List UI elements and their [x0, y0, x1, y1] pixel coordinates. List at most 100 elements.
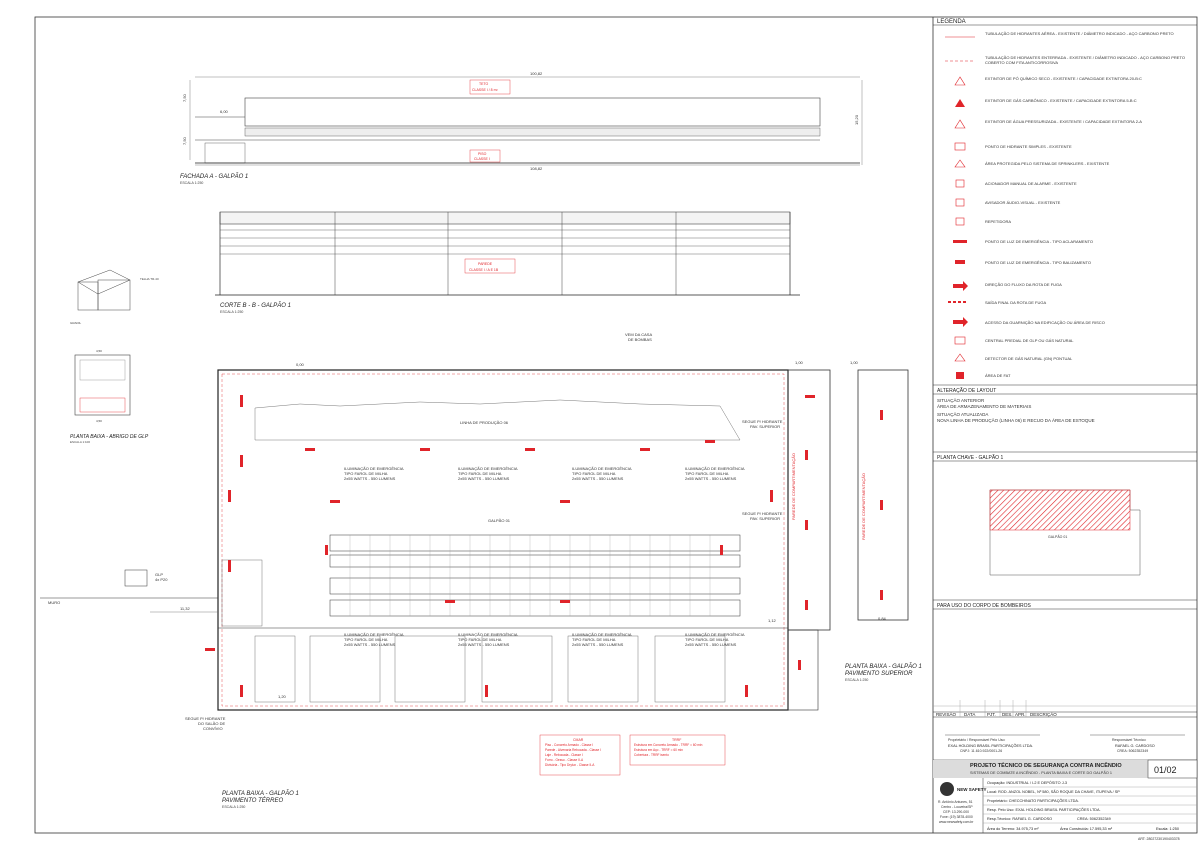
- owner-label: Proprietário / Responsável Pelo Uso:: [948, 738, 1005, 742]
- legend-item-7: ACIONADOR MANUAL DE ALARME - EXISTENTE: [985, 181, 1077, 186]
- company-name: NEW SAFETY: [957, 787, 987, 792]
- rev-header-1: DATA: [964, 712, 975, 717]
- area-terreno: Área do Terreno: 34.975,73 m²: [987, 827, 1039, 831]
- section-wall-label: PAREDE: [478, 262, 493, 266]
- glp-sub: 4x P20: [155, 577, 168, 582]
- ground-plan-title-1: PLANTA BAIXA - GALPÃO 1: [222, 790, 299, 797]
- addr-2: Centro - Louveira/SP: [941, 805, 973, 809]
- glp-shelter-view: TELHA TR-40 GRADIL 4,50 4,50 PLANTA BAIX…: [70, 269, 159, 444]
- compartment-wall-1: PAREDE DE COMPARTIMENTAÇÃO: [791, 453, 796, 520]
- resp-uso: Resp. Pelo Uso: EXAL HOLDING BRASIL PART…: [987, 807, 1101, 812]
- owner-name: EXAL HOLDING BRASIL PARTICIPAÇÕES LTDA.: [948, 743, 1033, 748]
- legend-item-14: ACESSO DA GUARNIÇÃO NA EDIFICAÇÃO OU ÁRE…: [985, 320, 1105, 325]
- gas-central-icon: [954, 336, 966, 345]
- fire-dept-box: PARA USO DO CORPO DE BOMBEIROS: [933, 603, 1197, 610]
- dim-bottom: 108,82: [530, 166, 543, 171]
- illum-label-5a: ILUMINAÇÃO DE EMERGÊNCIA: [344, 632, 404, 637]
- dim-120: 1,20: [278, 694, 287, 699]
- facade-floor-class: CLASSE I: [474, 157, 490, 161]
- note-trrf-title: TRRF: [672, 738, 681, 742]
- owner-doc: CNPJ: 11.610.922/0001-26: [960, 749, 1002, 753]
- legend-item-6: ÁREA PROTEGIDA PELO SISTEMA DE SPRINKLER…: [985, 161, 1110, 166]
- dim-112: 1,12: [768, 618, 777, 623]
- segue-salao-1: SEGUE P/ HIDRANTE: [185, 716, 226, 721]
- extinguisher-co2-icon: [955, 99, 965, 107]
- shelter-dim-2: 4,50: [96, 419, 102, 423]
- compartment-wall-2: PAREDE DE COMPARTIMENTAÇÃO: [861, 473, 866, 540]
- ground-plan-scale: ESCALA 1:250: [222, 805, 245, 809]
- segue-hidrante-b2: PAV. SUPERIOR: [750, 516, 780, 521]
- note-camara-1: Piso - Concreto Armado - Classe I: [545, 743, 593, 747]
- segue-salao-2: DO SALÃO DE: [198, 721, 225, 726]
- illum-label-2b: TIPO FAROL DE MILHA: [458, 471, 502, 476]
- section-scale: ESCALA 1:250: [220, 310, 243, 314]
- dim-left-1: 7,50: [182, 93, 187, 102]
- shelter-title: PLANTA BAIXA - ABRIGO DE GLP: [70, 434, 149, 440]
- illum-label-6a: ILUMINAÇÃO DE EMERGÊNCIA: [458, 632, 518, 637]
- illum-label-5b: TIPO FAROL DE MILHA: [344, 637, 388, 642]
- shelter-gradil: GRADIL: [70, 321, 82, 325]
- addr-1: R. Antônio Antunes, 51: [938, 800, 973, 804]
- illum-label-1a: ILUMINAÇÃO DE EMERGÊNCIA: [344, 466, 404, 471]
- project-title: PROJETO TÉCNICO DE SEGURANÇA CONTRA INCÊ…: [970, 761, 1122, 769]
- audio-visual-icon: [955, 198, 965, 207]
- emergency-balizamento-icon: [955, 260, 965, 264]
- legend-item-9: REPETIDORA: [985, 219, 1012, 224]
- alteration-previous-label: SITUAÇÃO ANTERIOR: [937, 397, 985, 403]
- art-number: ART: 28027230190403378: [1138, 837, 1180, 841]
- legend-item-11: PONTO DE LUZ DE EMERGÊNCIA - TIPO BALIZA…: [985, 260, 1092, 265]
- casa-bombas-1: VEM DA CASA: [625, 332, 652, 337]
- facade-title: FACHADA A - GALPÃO 1: [180, 173, 248, 180]
- legend-item-10: PONTO DE LUZ DE EMERGÊNCIA - TIPO ACLARA…: [985, 239, 1094, 244]
- alteration-previous-text: ÁREA DE ARMAZENAMENTO DE MATERIAIS: [937, 403, 1031, 409]
- muro-label: MURO: [48, 600, 60, 605]
- alteration-box: ALTERAÇÃO DE LAYOUT SITUAÇÃO ANTERIOR ÁR…: [933, 387, 1197, 453]
- note-trrf-3: Cobertura - TRRF isento: [634, 753, 669, 757]
- glp-label: GLP: [155, 572, 163, 577]
- legend-item-2: EXTINTOR DE PÓ QUÍMICO SECO - EXISTENTE …: [985, 76, 1142, 81]
- illum-label-6c: 2x55 WATTS - 550 LUMENS: [458, 642, 510, 647]
- upper-floor-plan: PAREDE DE COMPARTIMENTAÇÃO PAREDE DE COM…: [787, 360, 922, 711]
- legend-item-5: PONTO DE HIDRANTE SIMPLES - EXISTENTE: [985, 144, 1072, 149]
- note-trrf-2: Estrutura em Aço - TRRF = 60 min: [634, 748, 683, 752]
- ground-plan-title-2: PAVIMENTO TÉRREO: [222, 797, 283, 804]
- facade-roof-class: CLASSE I / 8 m²: [472, 88, 499, 92]
- rev-header-0: REVISÃO: [936, 711, 957, 717]
- dim-left-2: 7,50: [182, 136, 187, 145]
- alteration-title: ALTERAÇÃO DE LAYOUT: [937, 387, 996, 394]
- project-sub: SISTEMAS DE COMBATE A INCÊNDIO - PLANTA …: [970, 770, 1112, 775]
- illum-label-6b: TIPO FAROL DE MILHA: [458, 637, 502, 642]
- sprinkler-area-icon: [954, 159, 966, 168]
- note-camara-5: Divisória - Tipo Drylux - Classe II-A: [545, 763, 595, 767]
- hydrant-icon: [954, 142, 966, 151]
- resp-tec: Resp.Técnico: RAFAEL G. CARDOSO: [987, 817, 1052, 821]
- legend-item-4: EXTINTOR DE ÁGUA PRESSURIZADA - EXISTENT…: [985, 119, 1142, 124]
- legend-item-15: CENTRAL PREDIAL DE GLP OU GÁS NATURAL: [985, 338, 1074, 343]
- upper-plan-scale: ESCALA 1:250: [845, 678, 868, 682]
- rev-header-3: DES.: [1002, 712, 1013, 717]
- alteration-current-label: SITUAÇÃO ATUALIZADA: [937, 411, 988, 417]
- upper-dim-100: 1,00: [850, 360, 859, 365]
- dim-inner: 6,00: [220, 109, 229, 114]
- illum-label-4b: TIPO FAROL DE MILHA: [685, 471, 729, 476]
- segue-hidrante-a2: PAV. SUPERIOR: [750, 424, 780, 429]
- warehouse-label: GALPÃO 01: [488, 518, 511, 523]
- escape-route-arrows: [205, 395, 773, 697]
- illum-label-3b: TIPO FAROL DE MILHA: [572, 471, 616, 476]
- escala: Escala: 1:250: [1156, 827, 1179, 831]
- local: Local: ROD. ANZOL NOBEL, Nº 580, SÃO ROQ…: [987, 789, 1120, 794]
- repeater-icon: [955, 217, 965, 226]
- section-bb-view: PAREDE CLASSE I / A E 1B CORTE B - B - G…: [215, 211, 800, 314]
- key-plan-label: GALPÃO 01: [1048, 534, 1067, 539]
- segue-hidrante-b1: SEGUE P/ HIDRANTE: [742, 511, 783, 516]
- rev-header-2: PJT.: [987, 712, 996, 717]
- illum-label-8c: 2x55 WATTS - 550 LUMENS: [685, 642, 737, 647]
- fat-area-icon: [956, 372, 964, 379]
- fire-access-icon: [953, 317, 968, 327]
- dim-top: 100,82: [530, 71, 543, 76]
- alarm-button-icon: [955, 179, 965, 188]
- proprietario: Proprietário: CHECCHINATO PARTICIPAÇÕES …: [987, 798, 1079, 803]
- dim-000: 0,00: [296, 362, 305, 367]
- illum-label-3c: 2x55 WATTS - 550 LUMENS: [572, 476, 624, 481]
- illum-label-7c: 2x55 WATTS - 550 LUMENS: [572, 642, 624, 647]
